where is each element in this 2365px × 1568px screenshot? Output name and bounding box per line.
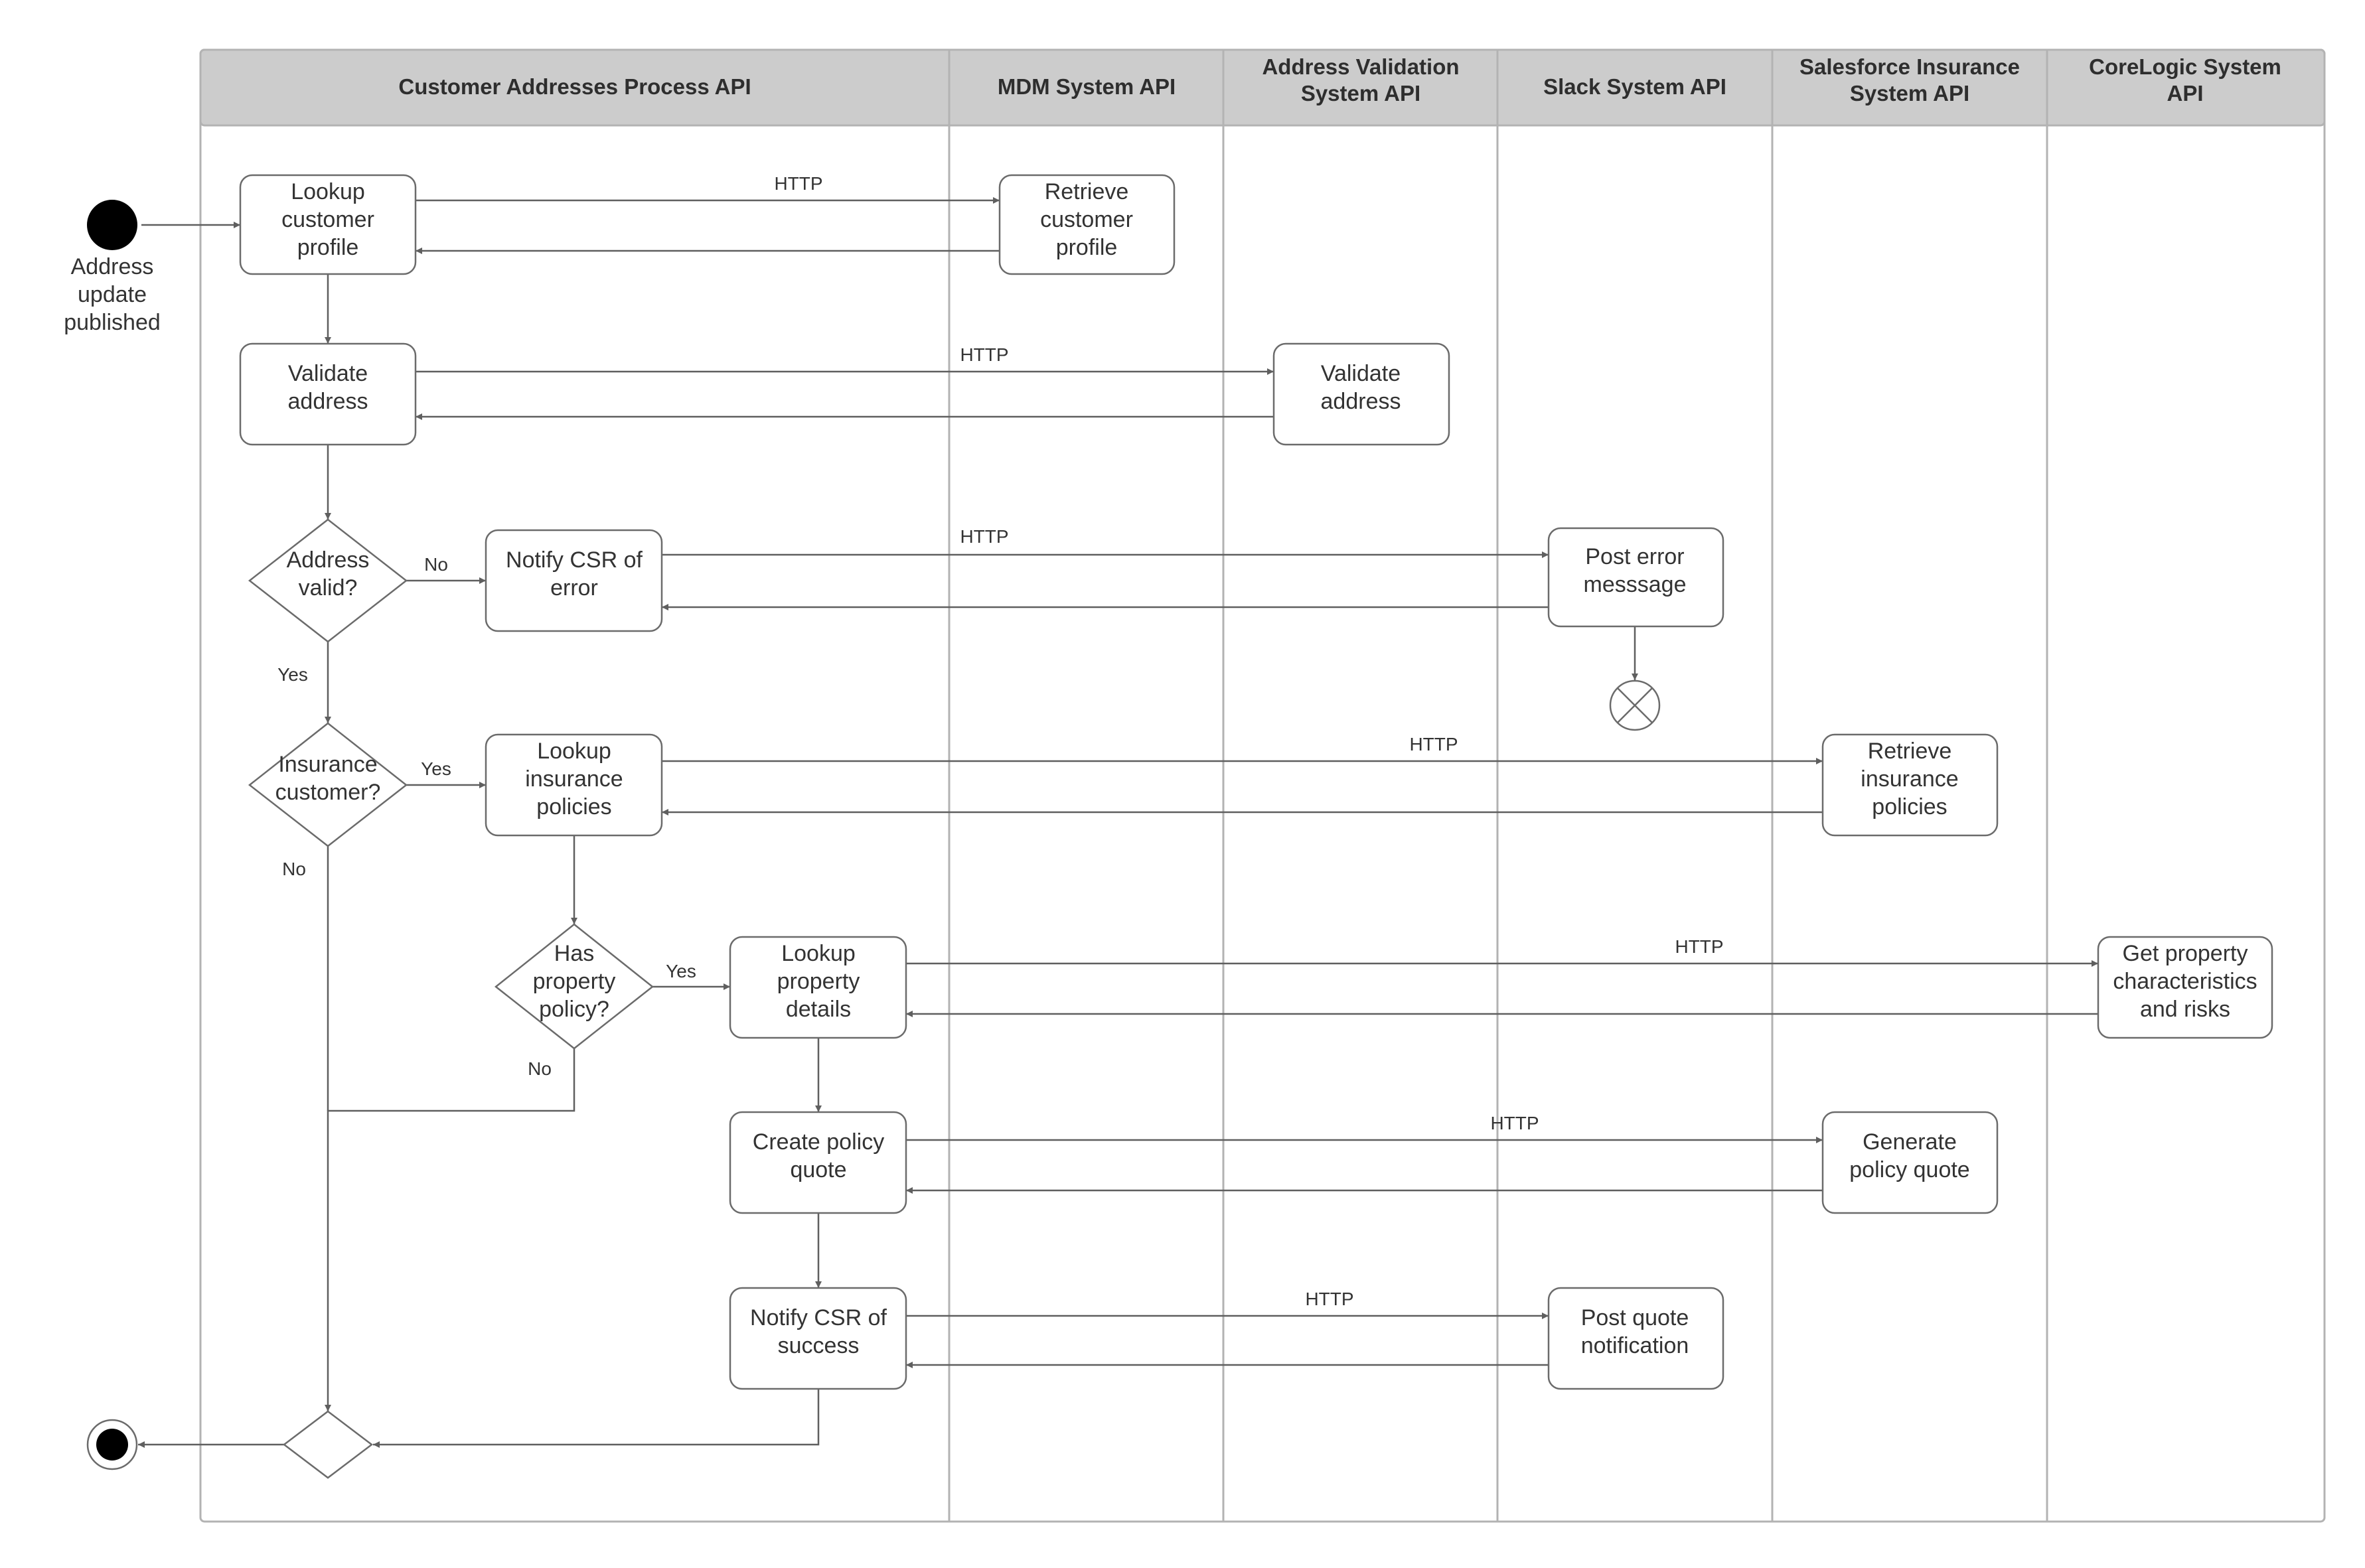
yes-label: Yes	[421, 758, 451, 779]
yes-label: Yes	[277, 664, 308, 685]
no-label: No	[528, 1058, 552, 1079]
start-node	[87, 200, 137, 250]
http-label: HTTP	[774, 173, 822, 194]
http-label: HTTP	[960, 344, 1008, 365]
http-label: HTTP	[1409, 734, 1458, 754]
merge-node	[282, 1410, 374, 1479]
lane-title-customer-addresses: Customer Addresses Process API	[398, 74, 751, 99]
no-label: No	[424, 554, 448, 575]
http-label: HTTP	[1490, 1113, 1539, 1133]
http-label: HTTP	[1305, 1289, 1353, 1309]
http-label: HTTP	[1675, 936, 1723, 957]
http-label: HTTP	[960, 526, 1008, 547]
lanes-header	[199, 48, 2326, 127]
flow-success-to-merge	[373, 1389, 820, 1448]
flow-final-node	[1609, 679, 1661, 731]
flow-no-property-to-merge	[325, 1048, 575, 1411]
lane-title-mdm: MDM System API	[998, 74, 1176, 99]
activity-final-node	[86, 1419, 138, 1470]
yes-label: Yes	[666, 961, 696, 981]
lane-title-slack: Slack System API	[1543, 74, 1726, 99]
no-label: No	[282, 859, 306, 879]
flow-lines	[138, 197, 2098, 1448]
